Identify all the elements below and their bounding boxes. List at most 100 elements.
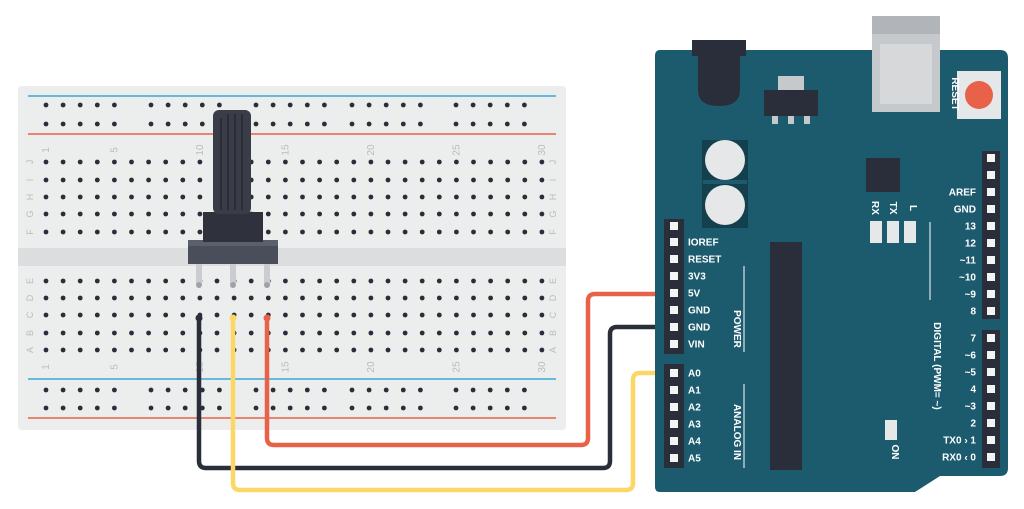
- header-pin-socket[interactable]: [987, 402, 995, 410]
- breadboard-hole: [488, 211, 493, 217]
- rail-hole: [217, 387, 222, 393]
- breadboard-hole: [180, 312, 186, 318]
- header-pin-socket[interactable]: [670, 369, 678, 377]
- header-pin-socket[interactable]: [670, 289, 678, 297]
- breadboard-hole: [197, 211, 203, 217]
- header-pin-socket[interactable]: [987, 307, 995, 315]
- breadboard-hole: [419, 347, 425, 353]
- header-pin-socket[interactable]: [670, 386, 678, 394]
- breadboard-hole: [283, 177, 288, 183]
- header-pin-socket[interactable]: [670, 222, 678, 230]
- breadboard-hole: [488, 330, 493, 336]
- breadboard-hole: [334, 177, 340, 183]
- header-pin-socket[interactable]: [987, 290, 995, 298]
- header-pin-socket[interactable]: [987, 368, 995, 376]
- header-pin-socket[interactable]: [670, 403, 678, 411]
- breadboard-hole: [471, 194, 476, 200]
- header-pin-socket[interactable]: [987, 453, 995, 461]
- pin-label: ~3: [965, 402, 977, 413]
- pin-label: GND: [688, 323, 710, 334]
- rail-hole: [165, 387, 171, 393]
- breadboard-hole: [334, 312, 340, 318]
- breadboard-hole: [300, 159, 305, 165]
- breadboard-hole: [351, 347, 357, 353]
- breadboard-row-letter: C: [548, 311, 558, 318]
- breadboard-hole: [454, 194, 459, 200]
- header-pin-socket[interactable]: [670, 306, 678, 314]
- header-pin-socket[interactable]: [670, 238, 678, 246]
- header-pin-socket[interactable]: [987, 188, 995, 196]
- header-pin-socket[interactable]: [987, 222, 995, 230]
- header-pin-socket[interactable]: [987, 171, 995, 179]
- pot-leg-right: [264, 262, 270, 284]
- breadboard-hole: [60, 278, 66, 284]
- breadboard-hole: [368, 312, 374, 318]
- breadboard-hole: [351, 211, 357, 217]
- power-section-label: POWER: [731, 310, 742, 349]
- pin-label: A2: [688, 403, 701, 414]
- header-pin-socket[interactable]: [670, 340, 678, 348]
- breadboard-hole: [402, 159, 408, 165]
- breadboard-hole: [539, 159, 545, 165]
- breadboard-hole: [180, 229, 186, 235]
- breadboard-hole: [334, 159, 340, 165]
- header-pin-socket[interactable]: [987, 385, 995, 393]
- breadboard-row-letter: I: [548, 179, 558, 182]
- usb-connector-face: [880, 44, 932, 104]
- rail-hole: [470, 102, 476, 108]
- header-pin-socket[interactable]: [987, 334, 995, 342]
- breadboard-hole: [539, 295, 545, 301]
- breadboard-hole: [317, 330, 322, 336]
- header-pin-socket[interactable]: [987, 351, 995, 359]
- rail-hole: [400, 387, 406, 393]
- header-pin-socket[interactable]: [987, 273, 995, 281]
- breadboard-hole: [471, 278, 476, 284]
- rail-hole: [217, 405, 222, 411]
- rail-hole: [77, 121, 83, 127]
- header-pin-socket[interactable]: [987, 205, 995, 213]
- pin-label: 12: [965, 239, 977, 250]
- breadboard-hole: [368, 229, 374, 235]
- pin-label: RESET: [688, 255, 721, 266]
- header-pin-socket[interactable]: [987, 419, 995, 427]
- breadboard-hole: [214, 312, 220, 318]
- breadboard-hole: [146, 177, 152, 183]
- header-pin-socket[interactable]: [670, 323, 678, 331]
- header-pin-socket[interactable]: [670, 420, 678, 428]
- breadboard-hole: [180, 295, 186, 301]
- header-pin-socket[interactable]: [670, 272, 678, 280]
- breadboard-hole: [248, 278, 254, 284]
- breadboard-hole: [60, 159, 66, 165]
- breadboard-hole: [385, 177, 391, 183]
- breadboard-hole: [419, 330, 425, 336]
- rail-hole: [470, 387, 476, 393]
- breadboard-hole: [163, 347, 169, 353]
- breadboard-hole: [248, 330, 254, 336]
- header-pin-socket[interactable]: [670, 255, 678, 263]
- led-label-tx: TX: [887, 202, 898, 215]
- header-pin-socket[interactable]: [987, 239, 995, 247]
- breadboard-hole: [368, 278, 374, 284]
- breadboard-hole: [419, 159, 425, 165]
- breadboard-hole: [77, 159, 83, 165]
- breadboard-column-number: 10: [195, 144, 206, 156]
- reset-button-cap[interactable]: [965, 81, 993, 109]
- rail-hole: [94, 387, 100, 393]
- breadboard-hole: [77, 211, 83, 217]
- header-pin-socket[interactable]: [987, 256, 995, 264]
- header-pin-socket[interactable]: [987, 154, 995, 162]
- breadboard-hole: [505, 159, 511, 165]
- breadboard-hole: [488, 347, 493, 353]
- rail-hole: [94, 102, 100, 108]
- breadboard-row-letter: I: [25, 179, 35, 182]
- header-pin-socket[interactable]: [670, 454, 678, 462]
- header-pin-socket[interactable]: [987, 436, 995, 444]
- breadboard-hole: [317, 177, 322, 183]
- breadboard-hole: [231, 295, 237, 301]
- breadboard-hole: [77, 347, 83, 353]
- pin-label: VIN: [688, 340, 705, 351]
- pin-label: TX0 › 1: [943, 436, 976, 447]
- breadboard-hole: [317, 194, 322, 200]
- header-pin-socket[interactable]: [670, 437, 678, 445]
- rail-hole: [43, 387, 49, 393]
